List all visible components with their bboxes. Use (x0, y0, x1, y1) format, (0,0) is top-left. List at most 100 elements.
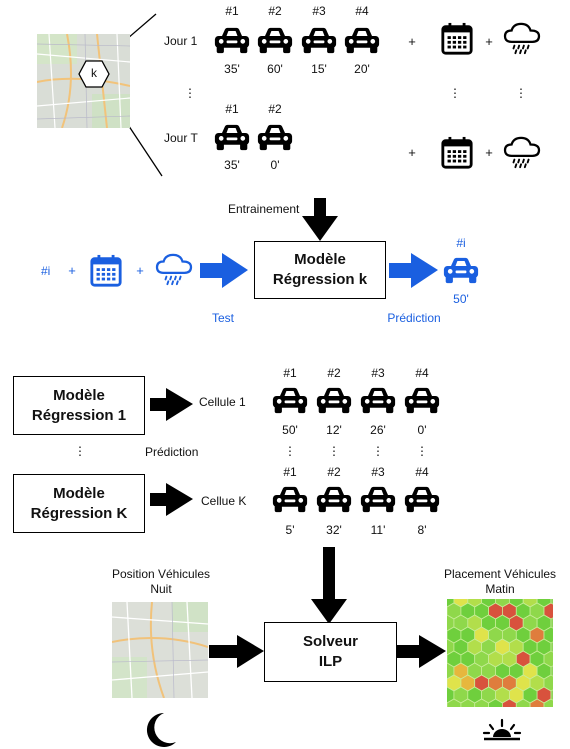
car-icon (272, 486, 308, 513)
cell-k-hexagon (78, 60, 110, 88)
ellipsis: ⋮ (372, 444, 384, 458)
output-car-id: #i (456, 236, 466, 250)
rowK-time4: 8' (417, 523, 427, 537)
model-k-line1: Modèle (294, 251, 346, 268)
row1-time2: 12' (326, 423, 342, 437)
dayT-label: Jour T (164, 131, 198, 145)
hex-cell (474, 698, 489, 707)
ellipsis: ⋮ (184, 86, 196, 100)
model1-line2: Régression 1 (31, 406, 127, 424)
day1-time1: 35' (224, 62, 240, 76)
day1-label: Jour 1 (164, 34, 198, 48)
car-icon (360, 387, 396, 414)
hex-cell (488, 698, 503, 707)
plus-sign: + (485, 145, 493, 160)
car-icon (344, 27, 380, 54)
plus-sign: + (136, 263, 144, 278)
day1-car1-id: #1 (225, 4, 239, 18)
car-icon (316, 387, 352, 414)
dayT-car2-id: #2 (268, 102, 282, 116)
morning-placement-map (447, 599, 553, 707)
car-icon (316, 486, 352, 513)
night-to-solver-arrow (209, 635, 264, 668)
car-icon (214, 124, 250, 151)
ellipsis: ⋮ (74, 444, 86, 458)
cell-k-label: k (91, 66, 97, 80)
car-icon (404, 486, 440, 513)
model1-line1: Modèle (53, 386, 105, 404)
modelK-line1: Modèle (53, 484, 105, 502)
model-k-line2: Régression k (272, 271, 368, 288)
ellipsis: ⋮ (515, 86, 527, 100)
night-title-line2: Nuit (150, 582, 172, 596)
cellK-label: Cellue K (201, 494, 247, 508)
calendar-icon (440, 136, 474, 170)
car-icon (301, 27, 337, 54)
model-regression-k-box: Modèle Régression k (254, 241, 386, 299)
row1-time3: 26' (370, 423, 386, 437)
rowK-time2: 32' (326, 523, 342, 537)
plus-sign: + (68, 263, 76, 278)
dayT-time1: 35' (224, 158, 240, 172)
prediction-label: Prédiction (145, 445, 199, 459)
prediction-arrow (389, 253, 438, 288)
plus-sign: + (408, 145, 416, 160)
hex-cell (460, 698, 476, 707)
car-icon (257, 27, 293, 54)
row1-car3-id: #3 (371, 366, 385, 380)
row1-time4: 0' (417, 423, 427, 437)
car-icon (360, 486, 396, 513)
row1-car2-id: #2 (327, 366, 341, 380)
calendar-icon (88, 254, 124, 288)
hex-cell (529, 698, 545, 707)
solver-to-morning-arrow (397, 635, 446, 668)
rain-cloud-icon (155, 253, 193, 287)
dayT-time2: 0' (270, 158, 280, 172)
rain-cloud-icon (503, 22, 541, 56)
rowK-car3-id: #3 (371, 465, 385, 479)
model1-arrow (150, 388, 193, 421)
car-icon (404, 387, 440, 414)
hex-cell (543, 698, 553, 707)
plus-sign: + (408, 34, 416, 49)
solver-ilp-box: Solveur ILP (264, 622, 397, 682)
night-position-map (112, 602, 208, 698)
output-time: 50' (453, 292, 469, 306)
plus-sign: + (485, 34, 493, 49)
ellipsis: ⋮ (416, 444, 428, 458)
moon-icon (146, 712, 176, 747)
day1-car4-id: #4 (355, 4, 369, 18)
car-icon (272, 387, 308, 414)
sunrise-icon (482, 718, 522, 741)
dayT-car1-id: #1 (225, 102, 239, 116)
to-solver-arrow (311, 547, 347, 624)
solver-line2: ILP (318, 653, 343, 670)
car-icon (443, 257, 479, 284)
ellipsis: ⋮ (284, 444, 296, 458)
rowK-time3: 11' (370, 523, 386, 537)
day1-car2-id: #2 (268, 4, 282, 18)
morning-title-line2: Matin (485, 582, 515, 596)
ellipsis: ⋮ (328, 444, 340, 458)
rowK-car1-id: #1 (283, 465, 297, 479)
hex-cell (447, 698, 462, 707)
training-label: Entrainement (228, 202, 300, 216)
model-regression-K-box: Modèle Régression K (13, 474, 145, 533)
car-icon (214, 27, 250, 54)
calendar-icon (440, 22, 474, 56)
modelK-line2: Régression K (30, 504, 128, 522)
hex-cell (502, 698, 517, 707)
row1-car1-id: #1 (283, 366, 297, 380)
car-icon (257, 124, 293, 151)
cell1-label: Cellule 1 (199, 395, 246, 409)
hex-cell (515, 698, 531, 707)
morning-title-line1: Placement Véhicules (443, 567, 557, 581)
rowK-car2-id: #2 (327, 465, 341, 479)
prediction-blue-label: Prédiction (387, 311, 441, 325)
solver-line1: Solveur (302, 633, 359, 650)
day1-time4: 20' (354, 62, 370, 76)
input-car-id: #i (41, 264, 51, 278)
model-regression-1-box: Modèle Régression 1 (13, 376, 145, 435)
day1-car3-id: #3 (312, 4, 326, 18)
